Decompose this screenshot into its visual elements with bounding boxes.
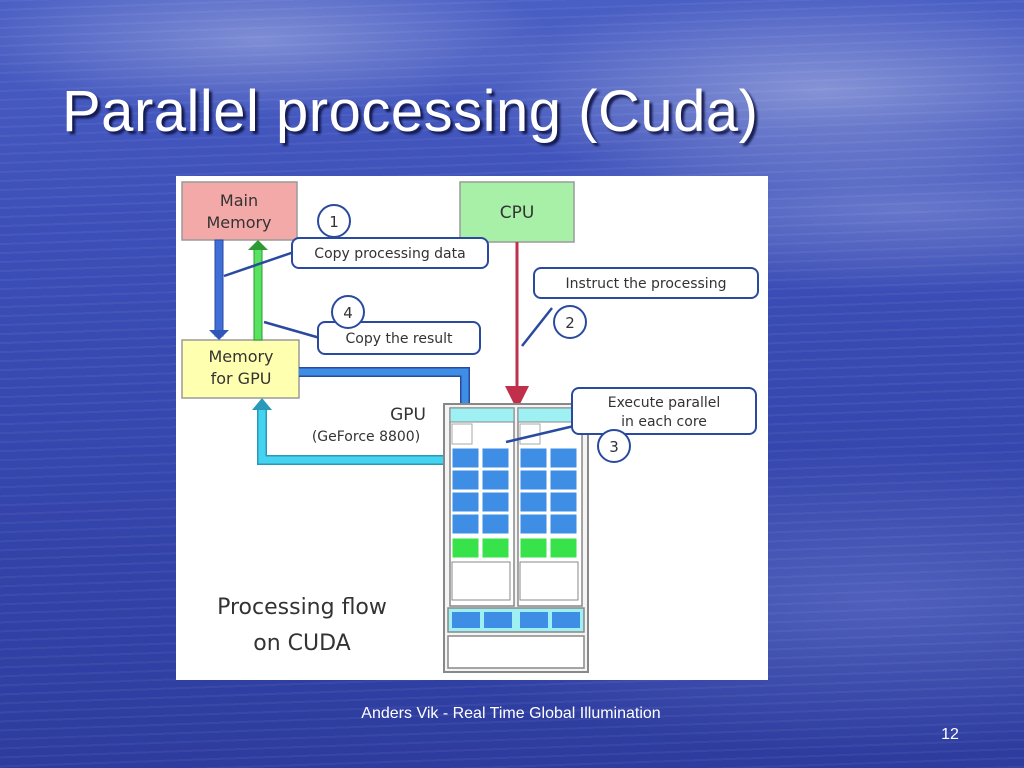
step3-callout: Execute parallel in each core 3 [505, 387, 757, 463]
gpu-cores-right [519, 447, 579, 601]
gpu-cores-left [451, 447, 511, 601]
main-memory-box: Main Memory [181, 181, 298, 241]
gpu-memory-strip [447, 607, 585, 669]
cuda-flow-diagram: Main Memory CPU Memory for GPU [176, 176, 768, 680]
step3-text-2: in each core [621, 414, 707, 430]
step1-callout: Copy processing data 1 [223, 204, 489, 278]
gpu-block [443, 403, 589, 673]
cpu-box: CPU [459, 181, 575, 243]
step4-text: Copy the result [346, 331, 454, 347]
main-memory-label-2: Memory [206, 213, 271, 232]
diagram-canvas: Main Memory CPU Memory for GPU [181, 181, 759, 673]
cpu-label: CPU [500, 203, 535, 223]
step4-callout: Copy the result 4 [263, 295, 481, 355]
step2-number: 2 [565, 314, 575, 332]
step4-number: 4 [343, 304, 353, 322]
gpu-memory-label-1: Memory [208, 347, 273, 366]
caption-line-1: Processing flow [217, 595, 387, 620]
step1-text: Copy processing data [314, 246, 465, 262]
step1-number: 1 [329, 213, 339, 231]
step3-text-1: Execute parallel [608, 395, 721, 411]
step2-text: Instruct the processing [566, 276, 727, 292]
gpu-memory-box: Memory for GPU [181, 339, 300, 399]
step2-callout: Instruct the processing 2 [521, 267, 759, 347]
gpu-model-label: (GeForce 8800) [312, 429, 420, 445]
step3-number: 3 [609, 438, 619, 456]
step4-arrow [248, 240, 268, 341]
gpu-label: GPU [390, 405, 426, 425]
gpu-to-gpu-memory-arrow [252, 398, 444, 465]
caption-line-2: on CUDA [253, 631, 350, 656]
main-memory-label-1: Main [220, 191, 258, 210]
gpu-memory-label-2: for GPU [211, 369, 272, 388]
step1-arrow [209, 239, 229, 340]
page-number: 12 [941, 726, 959, 743]
slide-title: Parallel processing (Cuda) [62, 79, 759, 144]
footer-author: Anders Vik - Real Time Global Illuminati… [361, 705, 661, 722]
